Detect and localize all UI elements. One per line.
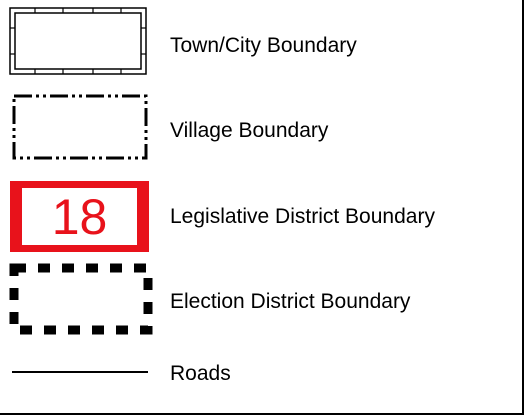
legislative-district-boundary-icon: 18	[10, 181, 149, 252]
village-boundary-icon	[12, 94, 148, 160]
village-boundary-label: Village Boundary	[170, 119, 329, 142]
legislative-district-inner: 18	[22, 188, 137, 245]
town-city-boundary-icon	[9, 7, 147, 75]
legislative-district-boundary-label: Legislative District Boundary	[170, 205, 435, 228]
road-line-icon	[12, 371, 148, 373]
roads-label: Roads	[170, 362, 231, 385]
election-district-boundary-icon	[9, 263, 153, 335]
election-district-boundary-label: Election District Boundary	[170, 290, 411, 313]
town-city-boundary-label: Town/City Boundary	[170, 34, 357, 57]
legislative-district-number: 18	[51, 188, 108, 245]
